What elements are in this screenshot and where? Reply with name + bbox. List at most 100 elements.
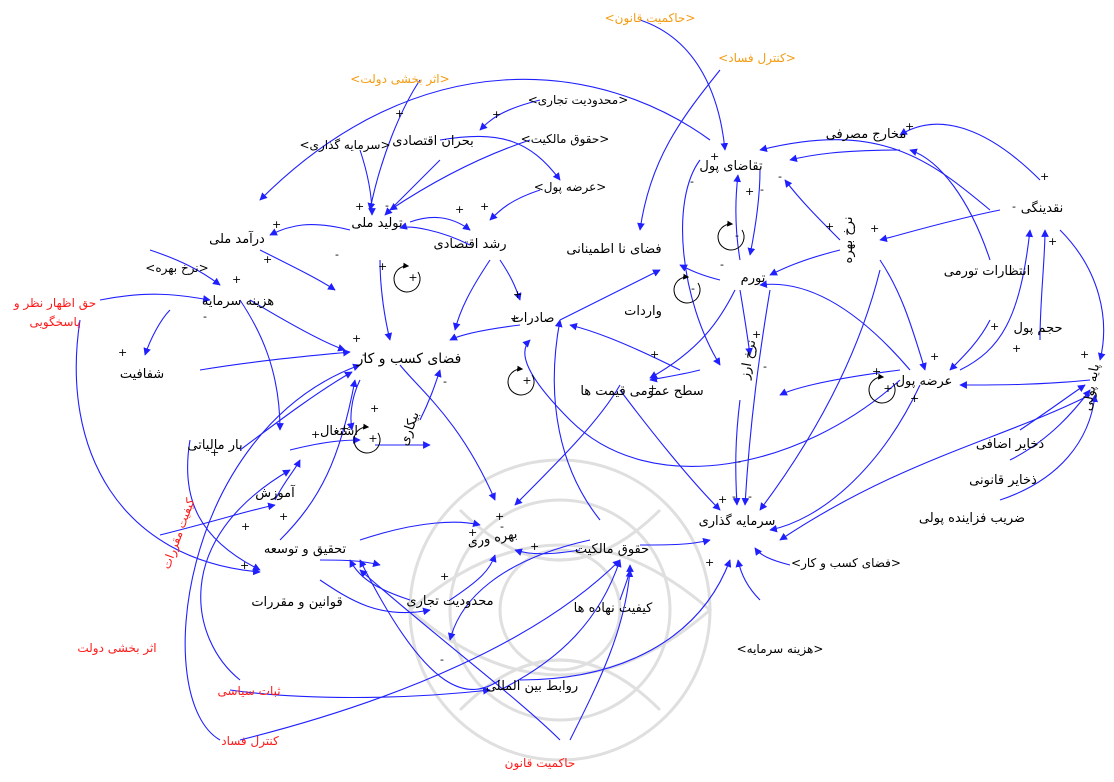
svg-text:+: + <box>240 559 249 572</box>
node-interest-rate: نرخ بهره <box>841 217 856 264</box>
svg-text:+: + <box>1040 170 1049 183</box>
svg-text:+: + <box>395 107 404 120</box>
svg-text:+: + <box>530 540 539 553</box>
node-liquidity: نقدینگی <box>1021 200 1064 216</box>
node-property-rights: حقوق مالکیت <box>575 542 649 557</box>
shadow-business-space: <فضای کسب و کار> <box>791 556 901 571</box>
svg-text:-: - <box>691 282 695 295</box>
loop-B1: - <box>717 220 745 251</box>
svg-text:+: + <box>355 200 364 213</box>
node-general-price-level: سطح عمومی قیمت ها <box>580 384 703 399</box>
svg-text:+: + <box>650 348 659 361</box>
node-economic-growth: رشد اقتصادی <box>433 237 506 252</box>
loop-R4: + <box>868 373 896 404</box>
svg-text:+: + <box>408 271 417 284</box>
node-capital-cost: هزینه سرمایه <box>202 294 274 309</box>
svg-text:-: - <box>1012 200 1016 213</box>
node-economic-crisis: بحران اقتصادی <box>392 134 473 149</box>
svg-text:+: + <box>272 218 281 231</box>
exo-voice-accountability-line2: پاسخگویی <box>30 315 81 330</box>
node-inflation: تورم <box>741 271 766 286</box>
svg-text:-: - <box>737 455 741 468</box>
svg-text:-: - <box>443 375 447 388</box>
svg-text:+: + <box>352 332 361 345</box>
svg-text:+: + <box>930 350 939 363</box>
shadow-capital-cost: <هزینه سرمایه> <box>737 642 824 657</box>
svg-text:+: + <box>705 556 714 569</box>
shadow-money-supply: <عرضه پول> <box>534 180 607 195</box>
svg-text:-: - <box>760 183 764 196</box>
svg-text:+: + <box>522 374 531 387</box>
svg-text:+: + <box>378 260 387 273</box>
node-imports: واردات <box>624 304 662 319</box>
svg-text:+: + <box>905 120 914 133</box>
watermark-emblem <box>407 458 713 762</box>
shadow-rule-of-law: <حاکمیت قانون> <box>605 11 696 26</box>
svg-text:-: - <box>720 258 724 271</box>
node-inflation-expectations: انتظارات تورمی <box>944 264 1030 279</box>
svg-text:-: - <box>748 490 752 503</box>
node-money-demand: تقاضای پول <box>699 159 763 174</box>
svg-text:+: + <box>279 510 288 523</box>
svg-text:-: - <box>440 653 444 666</box>
node-investment: سرمایه گذاری <box>699 513 776 529</box>
exo-corruption-control: کنترل فساد <box>221 734 279 749</box>
svg-text:+: + <box>455 203 464 216</box>
svg-text:+: + <box>1080 348 1089 361</box>
svg-text:+: + <box>480 200 489 213</box>
variables: درآمد ملی تولید ملی رشد اقتصادی فضای نا … <box>120 127 1103 694</box>
node-unemployment: بیکاری <box>397 410 423 448</box>
svg-text:+: + <box>870 222 879 235</box>
shadow-investment: <سرمایه گذاری> <box>299 138 390 153</box>
shadow-property-rights: <حقوق مالکیت> <box>521 132 610 147</box>
svg-text:-: - <box>203 310 207 323</box>
svg-text:+: + <box>232 273 241 286</box>
node-national-income: درآمد ملی <box>209 230 265 247</box>
node-uncertainty-space: فضای نا اطمینانی <box>566 242 661 257</box>
svg-text:+: + <box>495 510 504 523</box>
svg-text:+: + <box>883 382 892 395</box>
node-legal-reserves: ذخایر قانونی <box>969 473 1037 488</box>
svg-text:+: + <box>745 185 754 198</box>
svg-text:+: + <box>368 432 377 445</box>
loop-B2: - <box>673 273 701 304</box>
svg-text:-: - <box>690 175 694 188</box>
svg-text:+: + <box>118 346 127 359</box>
node-business-space: فضای کسب و کار <box>356 351 462 367</box>
svg-text:+: + <box>1012 342 1021 355</box>
feedback-loops: + + + + - - <box>353 220 896 454</box>
shadow-corruption-control: <کنترل فساد> <box>718 51 796 66</box>
node-money-volume: حجم پول <box>1014 321 1063 336</box>
node-transparency: شفافیت <box>120 367 164 382</box>
exo-rule-of-law: حاکمیت قانون <box>505 756 576 771</box>
node-research-development: تحقیق و توسعه <box>264 542 347 557</box>
svg-text:+: + <box>710 150 719 163</box>
svg-text:-: - <box>735 229 739 242</box>
svg-text:+: + <box>468 526 477 539</box>
shadow-trade-restrictions: <محدودیت تجاری> <box>528 93 629 108</box>
causal-links <box>75 19 1106 741</box>
node-employment: اشتغال <box>320 424 358 439</box>
node-institutional-quality: کیفیت نهاده ها <box>574 601 653 616</box>
node-trade-restrictions: محدودیت تجاری <box>406 594 493 609</box>
svg-text:+: + <box>340 422 349 435</box>
node-national-production: تولید ملی <box>351 216 403 231</box>
node-excess-reserves: ذخایر اضافی <box>976 437 1045 452</box>
svg-text:+: + <box>990 320 999 333</box>
node-consumption-expenditure: مخارج مصرفی <box>826 127 907 142</box>
svg-text:+: + <box>648 382 657 395</box>
exo-voice-accountability-line1: حق اظهار نظر و <box>13 296 96 311</box>
node-exports: صادرات <box>512 311 555 326</box>
loop-R3: + <box>353 423 381 454</box>
svg-text:+: + <box>718 493 727 506</box>
shadow-interest-rate: <نرخ بهره> <box>145 261 208 276</box>
svg-text:+: + <box>510 312 519 325</box>
svg-text:-: - <box>945 375 949 388</box>
svg-text:+: + <box>370 402 379 415</box>
polarity-signs: + + - + + + - + + + + - + + - + + - + + … <box>118 107 1089 666</box>
svg-text:+: + <box>311 428 320 441</box>
svg-text:-: - <box>385 199 389 212</box>
svg-text:+: + <box>210 446 219 459</box>
